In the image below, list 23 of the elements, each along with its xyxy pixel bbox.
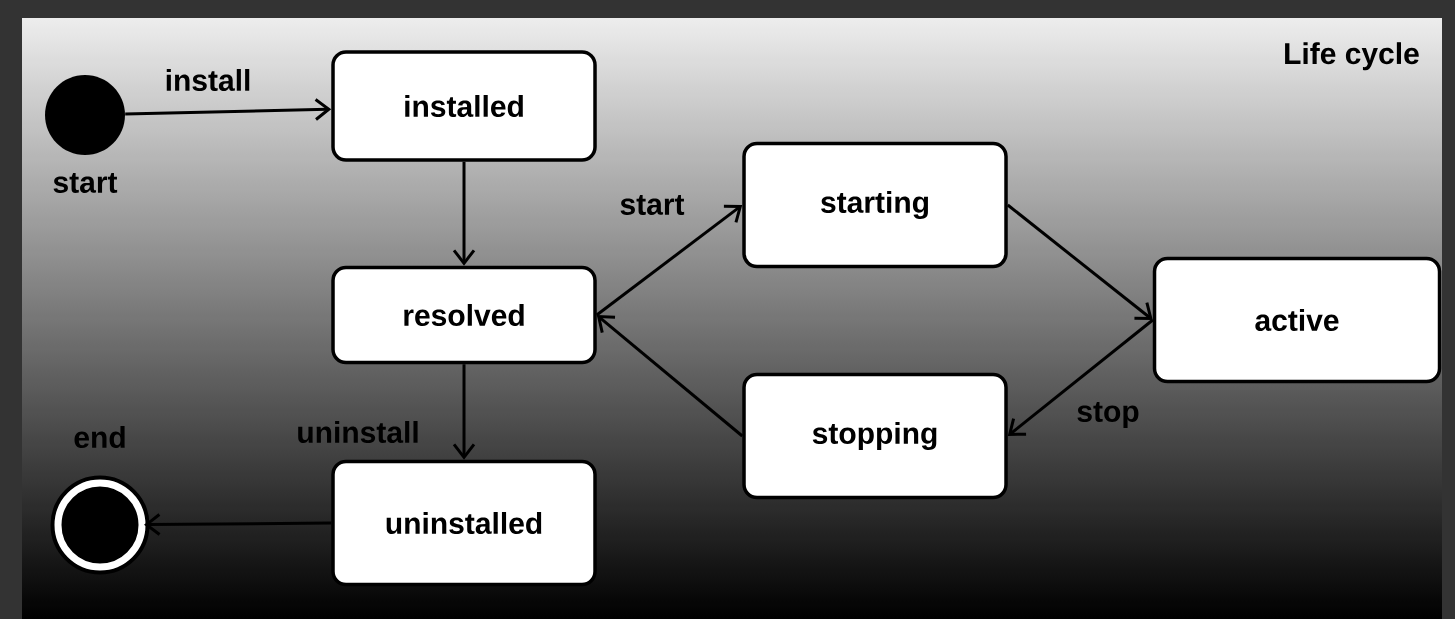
arrow [1006,203,1153,320]
arrow [452,364,476,460]
arrow [596,315,744,438]
state-box: stopping [742,372,1008,500]
arrow [595,204,743,317]
edge-label: start [620,195,685,215]
arrow [452,161,476,266]
state-box: starting [742,141,1008,269]
state-label: end [74,426,125,449]
title: Life cycle [1285,42,1419,71]
edge-label: install [166,69,250,91]
state-label: start [53,173,118,193]
arrow [125,98,332,121]
edge-label: uninstall [298,421,418,444]
initial-state-dot [45,75,125,155]
state-box: resolved [331,265,597,365]
arrow [1007,318,1154,436]
state-box: uninstalled [331,459,597,587]
edge-label: stop [1077,402,1139,428]
arrow [144,513,332,536]
state-box: active [1152,256,1442,384]
final-state-circle [50,475,150,575]
state-box: installed [331,50,597,162]
